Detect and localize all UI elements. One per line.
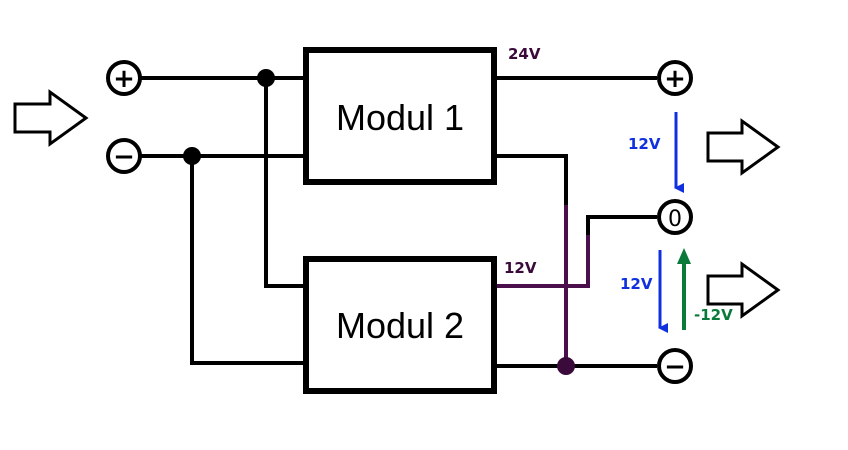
voltage-label-lower: 12V <box>620 275 653 293</box>
module-2-label: Modul 2 <box>336 305 464 346</box>
wire-plus-branch <box>264 78 308 288</box>
svg-text:−: − <box>664 352 686 382</box>
junction-dot <box>257 69 275 87</box>
wire-m2-out-plus <box>494 235 590 288</box>
module-2-box <box>303 256 497 394</box>
terminal-out-plus: + <box>657 60 693 96</box>
terminal-in-plus: + <box>106 60 142 96</box>
terminal-in-minus: − <box>106 138 142 174</box>
voltage-label-upper: 12V <box>628 135 661 153</box>
wire-m1-out-minus <box>494 154 568 205</box>
terminal-out-zero: 0 <box>657 199 693 235</box>
terminal-out-minus: − <box>657 348 693 384</box>
wire-zero <box>586 215 657 235</box>
voltage-label-negative: -12V <box>694 306 733 324</box>
svg-text:−: − <box>113 142 135 172</box>
junction-dot <box>183 147 201 165</box>
output-arrow-icon <box>706 118 781 176</box>
voltage-label-m1-out: 24V <box>508 45 541 63</box>
voltage-label-m2-out: 12V <box>504 259 537 277</box>
output-arrow-icon <box>706 261 781 319</box>
module-1-label: Modul 1 <box>336 97 464 138</box>
wire-minus-branch <box>190 156 308 365</box>
svg-text:+: + <box>113 64 135 94</box>
svg-text:0: 0 <box>668 207 682 232</box>
voltage-arrow-negative <box>677 248 691 330</box>
module-1-box <box>303 47 497 185</box>
junction-dot <box>557 357 575 375</box>
svg-text:+: + <box>664 64 686 94</box>
input-arrow-icon <box>13 89 89 147</box>
